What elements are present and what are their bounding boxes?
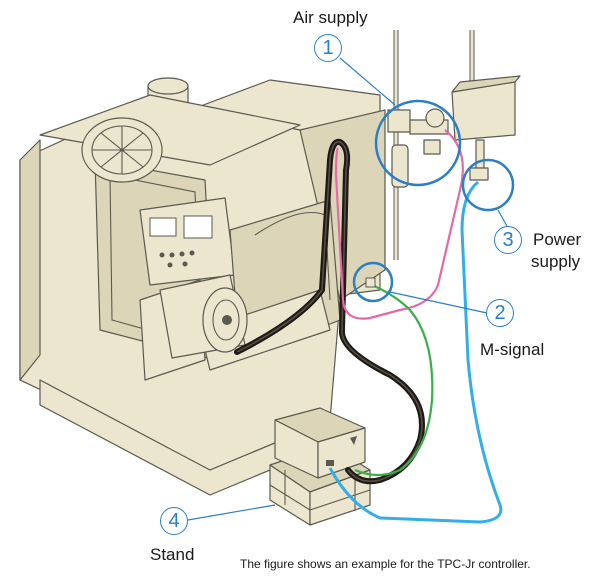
power-cable bbox=[328, 180, 503, 524]
callout-4-leader bbox=[187, 504, 276, 521]
callout-2-highlight bbox=[352, 261, 488, 314]
power-supply-label-line2: supply bbox=[531, 252, 581, 271]
air-supply-label: Air supply bbox=[293, 8, 368, 27]
fan-icon bbox=[81, 117, 163, 183]
callout-3-highlight bbox=[461, 158, 515, 229]
signal-connector bbox=[365, 277, 376, 288]
figure-caption: The figure shows an example for the TPC-… bbox=[240, 557, 531, 571]
callout-3-number: 3 bbox=[494, 226, 522, 254]
signal-cable bbox=[354, 283, 434, 477]
callout-1-number: 1 bbox=[314, 34, 342, 62]
power-supply-label-line1: Power bbox=[533, 230, 582, 249]
callout-1-highlight bbox=[339, 57, 462, 187]
machine-enclosure bbox=[19, 77, 386, 496]
controller-icon bbox=[274, 407, 366, 479]
callout-2-number: 2 bbox=[486, 299, 514, 327]
m-signal-label: M-signal bbox=[480, 340, 545, 359]
air-regulator-icon bbox=[387, 108, 449, 188]
power-box-icon bbox=[451, 30, 521, 181]
air-hose bbox=[334, 129, 464, 320]
rotary-table-icon bbox=[159, 274, 248, 359]
air-supply-unit bbox=[387, 30, 449, 260]
stand-label: Stand bbox=[150, 545, 195, 564]
control-panel-icon bbox=[139, 197, 236, 286]
callout-4-number: 4 bbox=[160, 507, 188, 535]
